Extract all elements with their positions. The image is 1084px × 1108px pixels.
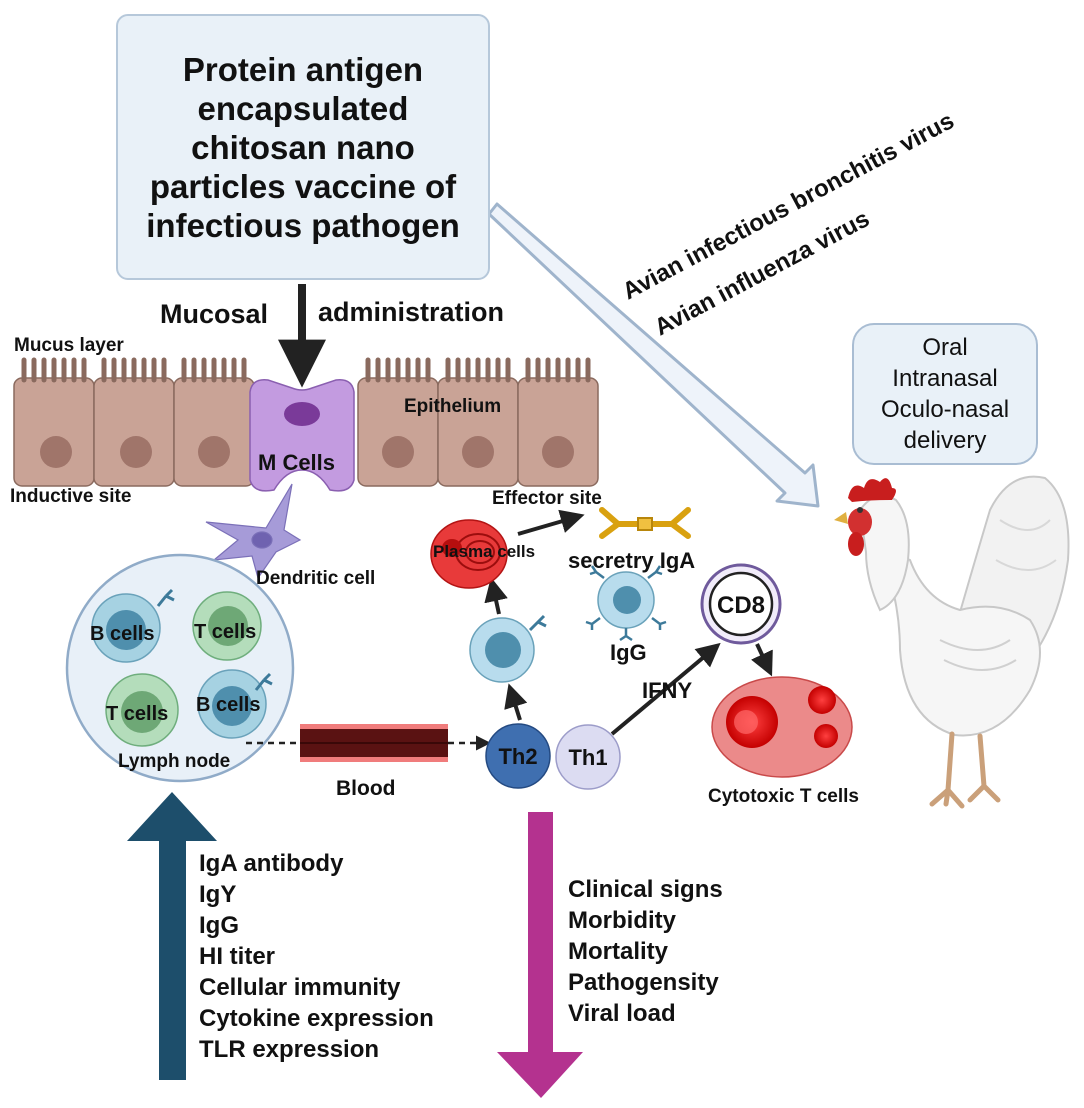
epithelium-label: Epithelium <box>404 396 501 417</box>
vaccine-title-box: Protein antigen encapsulated chitosan na… <box>116 14 490 280</box>
delivery-arrow <box>487 202 820 508</box>
th1-to-cd8-arrow <box>610 642 721 736</box>
dendritic-cell-label: Dendritic cell <box>256 568 375 589</box>
increase-item: IgA antibody <box>199 850 344 877</box>
epithelium-layer <box>13 357 599 487</box>
th1-cell <box>555 724 621 790</box>
cd8-cell <box>700 563 782 645</box>
increase-item: Cytokine expression <box>199 1005 434 1032</box>
cd8-label: CD8 <box>717 592 765 619</box>
inductive-site-label: Inductive site <box>10 486 131 507</box>
igg-cell <box>585 565 667 642</box>
decrease-item: Morbidity <box>568 907 676 934</box>
lymph-node <box>65 553 295 783</box>
increase-item: TLR expression <box>199 1036 380 1063</box>
b-cells-label-1: B cells <box>90 623 154 645</box>
b-cell-effector <box>469 614 547 683</box>
increase-item: IgY <box>199 881 237 908</box>
mucus-layer-label: Mucus layer <box>14 335 124 356</box>
increase-item: IgG <box>199 912 239 939</box>
decrease-item: Mortality <box>568 938 669 965</box>
blood-label: Blood <box>336 777 395 800</box>
secretory-iga-label: secretry IgA <box>568 548 695 573</box>
m-cell <box>249 379 355 492</box>
delivery-route-oral: Oral <box>922 334 968 361</box>
delivery-route-label: delivery <box>903 427 987 454</box>
decrease-item: Pathogensity <box>568 969 719 996</box>
administration-label: administration <box>318 297 504 327</box>
m-cells-label: M Cells <box>258 450 335 475</box>
th2-cell <box>485 723 551 789</box>
secretory-iga <box>599 507 691 539</box>
th2-label: Th2 <box>498 744 537 769</box>
lymph-node-label: Lymph node <box>118 751 230 772</box>
decrease-list: Clinical signs Morbidity Mortality Patho… <box>568 874 723 1029</box>
t-cells-label-1: T cells <box>194 621 256 643</box>
igg-label: IgG <box>610 640 647 665</box>
decrease-item: Viral load <box>568 1000 676 1027</box>
delivery-routes-box: Oral Intranasal Oculo-nasal delivery <box>852 323 1038 465</box>
cytotoxic-label: Cytotoxic T cells <box>708 786 859 807</box>
plasma-to-iga-arrow <box>517 509 585 536</box>
b-cells-label-2: B cells <box>196 694 260 716</box>
increase-list: IgA antibody IgY IgG HI titer Cellular i… <box>199 848 434 1065</box>
increase-item: Cellular immunity <box>199 974 401 1001</box>
mucosal-label: Mucosal <box>160 299 268 329</box>
chicken-illustration <box>834 475 1070 809</box>
decrease-arrow <box>497 812 583 1098</box>
plasma-cell <box>430 519 508 589</box>
ifny-label: IFNY <box>642 678 692 703</box>
increase-item: HI titer <box>199 943 276 970</box>
virus-label-1: Avian infectious bronchitis virus <box>618 107 958 305</box>
blood-vessel <box>300 724 448 762</box>
decrease-item: Clinical signs <box>568 876 723 903</box>
vaccine-title: Protein antigen encapsulated chitosan na… <box>146 50 460 244</box>
delivery-route-oculo-nasal: Oculo-nasal <box>880 396 1010 423</box>
th2-to-bcell-arrow <box>504 683 528 721</box>
increase-arrow <box>127 792 217 1080</box>
cd8-to-cytotoxic-arrow <box>751 643 773 677</box>
bcell-to-plasma-arrow <box>484 577 508 615</box>
dendritic-cell <box>205 483 302 580</box>
plasma-cells-label: Plasma cells <box>433 542 535 561</box>
effector-site-label: Effector site <box>492 488 602 509</box>
t-cells-label-2: T cells <box>106 703 168 725</box>
delivery-route-intranasal: Intranasal <box>892 365 998 392</box>
th1-label: Th1 <box>568 745 607 770</box>
cytotoxic-t-cell <box>711 676 853 778</box>
